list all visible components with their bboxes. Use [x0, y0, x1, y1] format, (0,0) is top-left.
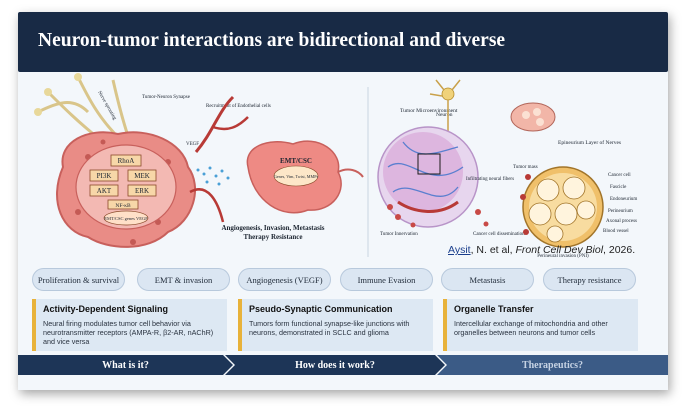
- endoneurium-label: Endoneurium: [610, 197, 637, 202]
- perineurium-label: Perineurium: [608, 209, 633, 214]
- citation: Aysit, N. et al, Front Cell Dev Biol, 20…: [448, 244, 635, 256]
- neuron-tumor-figure: RhoA PI3K MEK AKT ERK NF-κB EMT/CSC gene…: [34, 73, 637, 259]
- slide: Neuron-tumor interactions are bidirectio…: [18, 12, 668, 390]
- citation-year: , 2026.: [603, 244, 636, 256]
- vegf-label: VEGF: [186, 142, 199, 147]
- mek-label: MEK: [134, 172, 150, 180]
- nav-what-is-it[interactable]: What is it?: [18, 355, 233, 375]
- neuron-label: Neuron: [436, 112, 453, 118]
- card-body: Intercellular exchange of mitochondria a…: [454, 319, 608, 337]
- emt-genes-right-label: Genes, Vim, Twist, MMPs: [274, 174, 319, 180]
- bottom-nav: What is it? How does it work? Therapeuti…: [18, 355, 668, 375]
- tumor-microenvironment-illustration: Tumor Microenvironment Neuron Infiltrati…: [377, 79, 525, 237]
- tumor-innervation-label: Tumor Innervation: [380, 232, 418, 237]
- tumor-cell-illustration: RhoA PI3K MEK AKT ERK NF-κB EMT/CSC gene…: [34, 73, 271, 248]
- card-body: Neural firing modulates tumor cell behav…: [43, 319, 214, 346]
- card-body: Tumors form functional synapse-like junc…: [249, 319, 410, 337]
- card-title: Pseudo-Synaptic Communication: [249, 304, 393, 314]
- pill-angiogenesis[interactable]: Angiogenesis (VEGF): [238, 268, 331, 291]
- emt-genes-label: EMT/CSC genes VEGF: [104, 216, 148, 221]
- erk-label: ERK: [135, 187, 149, 195]
- emt-csc-title: EMT/CSC: [280, 157, 312, 165]
- pni-label: Perineural invasion (PNI): [537, 254, 589, 259]
- epineurium-label: Epineurium Layer of Nerves: [558, 139, 621, 146]
- pill-proliferation[interactable]: Proliferation & survival: [32, 268, 125, 291]
- nav-label: Therapeutics?: [521, 359, 584, 371]
- nfkb-label: NF-κB: [115, 203, 131, 209]
- dissemination-label: Cancer cell dissemination: [473, 232, 525, 237]
- microenvironment-label: Tumor Microenvironment: [400, 108, 458, 114]
- pill-immune-evasion[interactable]: Immune Evasion: [340, 268, 433, 291]
- citation-author-link[interactable]: Aysit: [448, 244, 471, 256]
- card-organelle-transfer: Organelle Transfer Intercellular exchang…: [443, 299, 638, 351]
- recruitment-label: Recruitment of Endothelial cells: [206, 104, 271, 109]
- card-pseudo-synaptic-communication: Pseudo-Synaptic Communication Tumors for…: [238, 299, 433, 351]
- nerve-cross-section-illustration: Epineurium Layer of Nerves Tumor mass Ca…: [510, 102, 637, 259]
- left-caption-line2: Therapy Resistance: [244, 233, 303, 241]
- rhoa-label: RhoA: [118, 157, 135, 165]
- pill-emt[interactable]: EMT & invasion: [137, 268, 230, 291]
- title-bar: Neuron-tumor interactions are bidirectio…: [18, 12, 668, 72]
- nav-how-does-it-work[interactable]: How does it work?: [225, 355, 445, 375]
- infiltrating-label: Infiltrating neural fibers: [466, 177, 514, 182]
- card-title: Activity-Dependent Signaling: [43, 304, 169, 314]
- akt-label: AKT: [97, 187, 112, 195]
- citation-journal: Front Cell Dev Biol: [515, 244, 604, 256]
- pi3k-label: PI3K: [97, 172, 112, 180]
- emt-csc-cell-illustration: EMT/CSC Genes, Vim, Twist, MMPs: [246, 140, 364, 214]
- blood-vessel-label: Blood vessel: [603, 229, 629, 234]
- pill-therapy-resistance[interactable]: Therapy resistance: [543, 268, 636, 291]
- page-title: Neuron-tumor interactions are bidirectio…: [38, 30, 506, 51]
- card-activity-dependent-signaling: Activity-Dependent Signaling Neural firi…: [32, 299, 227, 351]
- card-title: Organelle Transfer: [454, 304, 534, 314]
- axonal-process-label: Axonal process: [606, 219, 637, 224]
- citation-rest: , N. et al,: [470, 244, 516, 256]
- left-caption-line1: Angiogenesis, Invasion, Metastasis: [221, 224, 324, 232]
- nav-label: What is it?: [102, 359, 149, 371]
- fascicle-label: Fascicle: [610, 185, 627, 190]
- tumor-mass-label: Tumor mass: [513, 165, 538, 170]
- pill-metastasis[interactable]: Metastasis: [441, 268, 534, 291]
- nav-therapeutics[interactable]: Therapeutics?: [437, 355, 668, 375]
- cancer-cell-label: Cancer cell: [608, 173, 631, 178]
- nav-label: How does it work?: [295, 359, 375, 371]
- tumor-neuron-synapse-label: Tumor-Neuron Synapse: [142, 95, 191, 100]
